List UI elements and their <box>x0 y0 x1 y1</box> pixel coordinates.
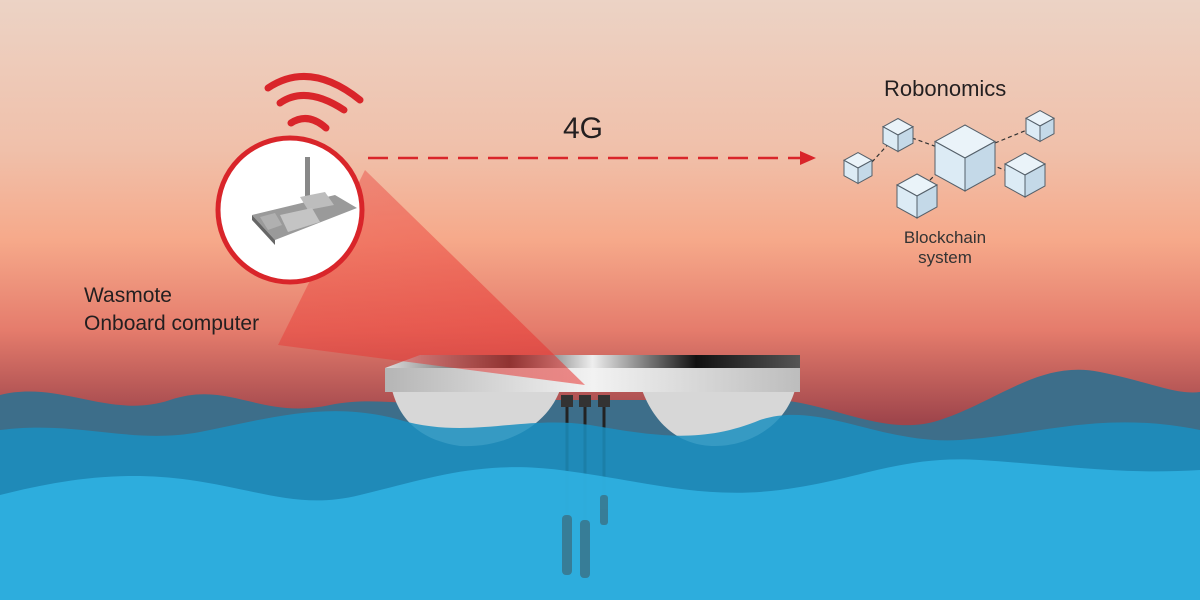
wave-front <box>0 459 1200 600</box>
network-caption-line1: Blockchain <box>903 228 987 247</box>
cube-icon <box>881 117 915 153</box>
network-caption: Blockchain system <box>880 228 1010 268</box>
cube-icon <box>895 173 939 219</box>
device-label-line2: Onboard computer <box>84 312 260 335</box>
cube-icon <box>1024 110 1056 143</box>
network-title: Robonomics <box>884 76 1007 101</box>
network-caption-line2: system <box>918 248 972 267</box>
device-label-line1: Wasmote <box>84 284 172 307</box>
blockchain-network <box>842 110 1056 219</box>
cube-icon <box>1003 152 1047 198</box>
cube-icon <box>933 124 997 192</box>
circuit-board-icon <box>252 157 357 245</box>
device-label: Wasmote Onboard computer <box>84 282 259 338</box>
wifi-signal-icon <box>264 73 364 132</box>
sensor-probes <box>562 495 608 578</box>
device-circle <box>215 135 365 285</box>
link-label-4g: 4G <box>563 112 604 145</box>
arrow-head-icon <box>800 151 816 165</box>
cube-icon <box>842 152 874 185</box>
